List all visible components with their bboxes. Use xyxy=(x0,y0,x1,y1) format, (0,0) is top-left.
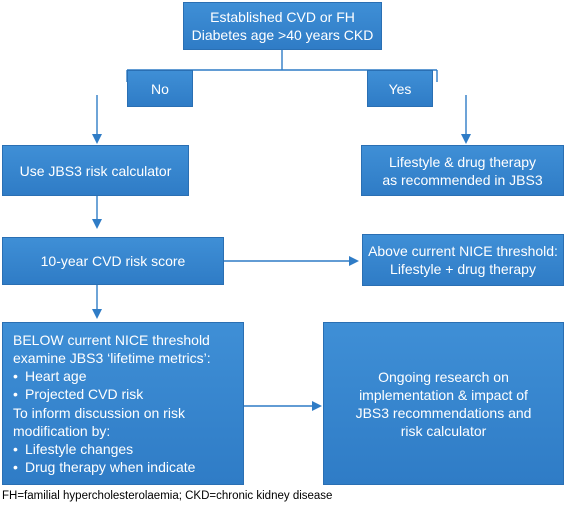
below-line4: modification by: xyxy=(13,423,111,439)
research-line4: risk calculator xyxy=(400,422,487,439)
use-jbs3-label: Use JBS3 risk calculator xyxy=(19,162,172,179)
no-node: No xyxy=(127,70,193,107)
lifestyle-drug-node: Lifestyle & drug therapy as recommended … xyxy=(361,145,564,196)
bullet-icon: • xyxy=(13,386,18,402)
above-threshold-node: Above current NICE threshold: Lifestyle … xyxy=(362,234,564,286)
bullet-text: Drug therapy when indicate xyxy=(25,459,196,475)
no-label: No xyxy=(151,80,169,97)
research-line2: implementation & impact of xyxy=(359,386,528,403)
above-threshold-line1: Above current NICE threshold: xyxy=(368,243,558,259)
yes-node: Yes xyxy=(367,70,433,107)
below-threshold-node: BELOW current NICE threshold examine JBS… xyxy=(2,322,244,485)
list-item: • Projected CVD risk xyxy=(13,385,143,403)
bullet-text: Lifestyle changes xyxy=(25,441,134,457)
start-node-line2: Diabetes age >40 years CKD xyxy=(191,27,374,43)
lifestyle-drug-line2: as recommended in JBS3 xyxy=(382,171,543,188)
bullet-icon: • xyxy=(13,441,18,457)
footnote: FH=familial hypercholesterolaemia; CKD=c… xyxy=(2,490,333,502)
below-line3: To inform discussion on risk xyxy=(13,405,185,421)
bullet-text: Heart age xyxy=(25,368,87,384)
risk-score-label: 10-year CVD risk score xyxy=(40,253,186,269)
research-line3: JBS3 recommendations and xyxy=(355,404,532,421)
list-item: • Heart age xyxy=(13,367,86,385)
yes-label: Yes xyxy=(388,80,412,97)
below-line1: BELOW current NICE threshold xyxy=(13,332,210,348)
bullet-icon: • xyxy=(13,368,18,384)
list-item: • Lifestyle changes xyxy=(13,440,133,458)
below-line2: examine JBS3 ‘lifetime metrics’: xyxy=(13,350,211,366)
use-jbs3-node: Use JBS3 risk calculator xyxy=(2,145,189,196)
risk-score-node: 10-year CVD risk score xyxy=(2,237,224,285)
ongoing-research-node: Ongoing research on implementation & imp… xyxy=(323,322,564,485)
list-item: • Drug therapy when indicate xyxy=(13,458,195,476)
lifestyle-drug-line1: Lifestyle & drug therapy xyxy=(388,153,537,170)
start-node-line1: Established CVD or FH xyxy=(210,9,355,25)
bullet-text: Projected CVD risk xyxy=(25,386,144,402)
research-line1: Ongoing research on xyxy=(378,368,509,385)
start-node: Established CVD or FH Diabetes age >40 y… xyxy=(183,2,382,50)
bullet-icon: • xyxy=(13,459,18,475)
above-threshold-line2: Lifestyle + drug therapy xyxy=(390,261,536,277)
